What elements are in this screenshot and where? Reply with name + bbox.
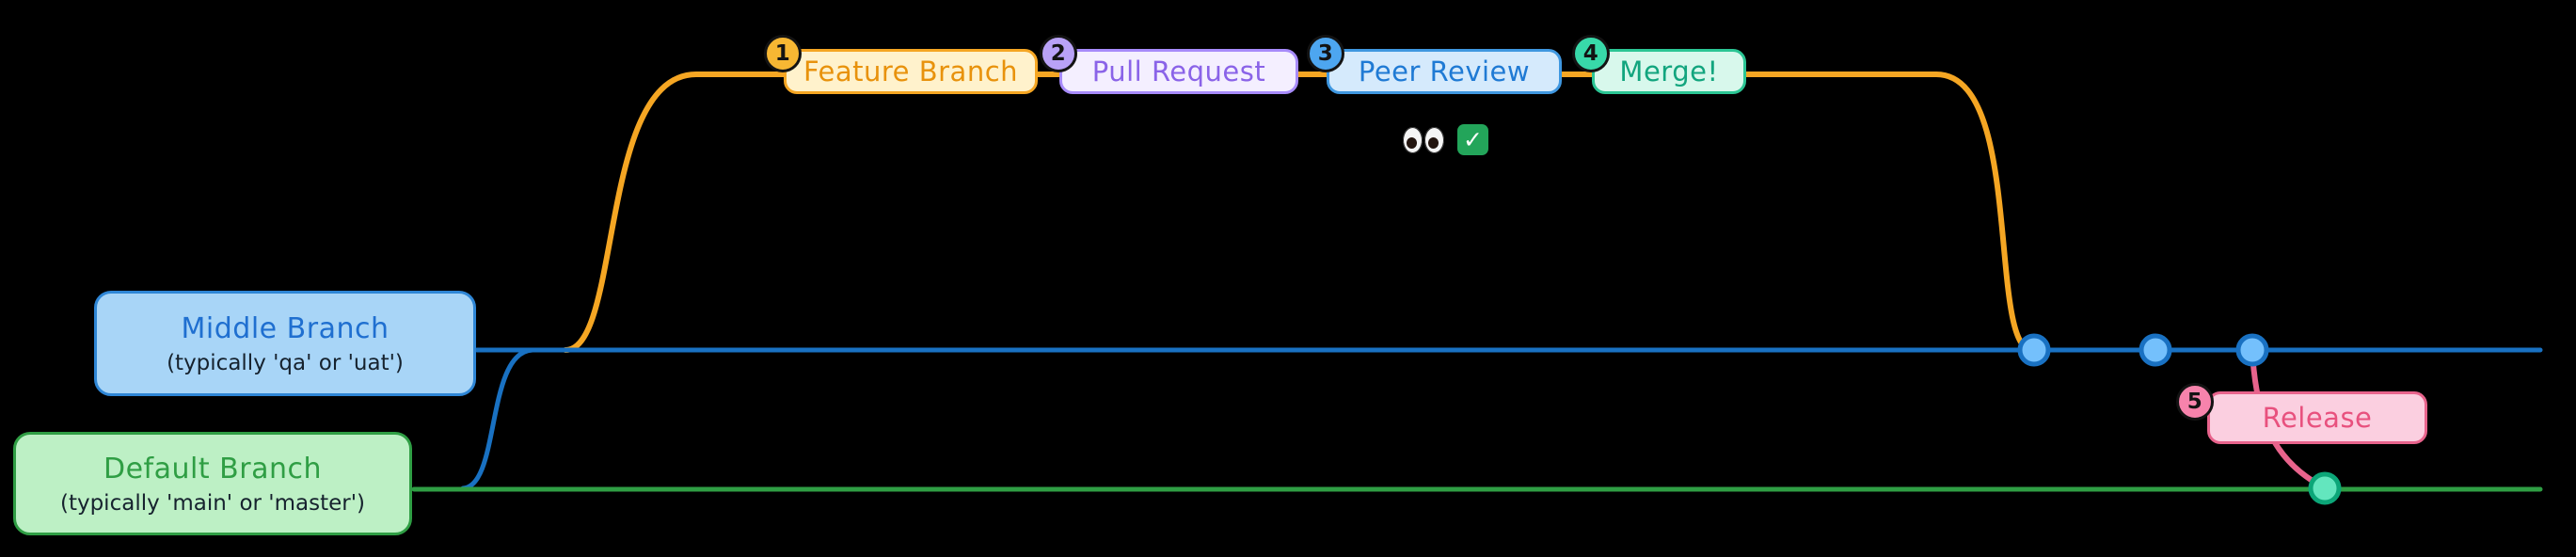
step-release: 5 Release xyxy=(2176,383,2427,444)
step-number-badge: 3 xyxy=(1307,35,1344,72)
branch-name: Middle Branch xyxy=(181,311,390,345)
step-label: Release xyxy=(2262,402,2373,434)
step-merge: 4 Merge! xyxy=(1572,35,1746,94)
step-number-badge: 4 xyxy=(1572,35,1610,72)
branch-name: Default Branch xyxy=(103,452,322,485)
default-branch-label: Default Branch (typically 'main' or 'mas… xyxy=(13,432,412,535)
step-label: Peer Review xyxy=(1358,56,1531,88)
step-label: Pull Request xyxy=(1091,56,1266,88)
commit-dot xyxy=(2235,333,2269,367)
peer-review-indicators: ✓ xyxy=(1403,124,1488,155)
step-label: Feature Branch xyxy=(803,56,1019,88)
feature-branch-line xyxy=(563,72,2035,353)
step-number-badge: 1 xyxy=(764,35,802,72)
check-icon: ✓ xyxy=(1457,124,1488,155)
step-feature-branch: 1 Feature Branch xyxy=(764,35,1038,94)
middle-branch-label: Middle Branch (typically 'qa' or 'uat') xyxy=(94,291,476,396)
step-number-badge: 2 xyxy=(1040,35,1077,72)
eye-icon xyxy=(1403,126,1423,153)
step-pull-request: 2 Pull Request xyxy=(1040,35,1298,94)
eye-icon xyxy=(1424,126,1444,153)
commit-dot xyxy=(2017,333,2051,367)
branch-subtitle: (typically 'main' or 'master') xyxy=(59,490,366,516)
step-peer-review: 3 Peer Review xyxy=(1307,35,1562,94)
release-dot xyxy=(2308,471,2342,505)
branch-off-curve xyxy=(460,347,535,491)
step-label: Merge! xyxy=(1619,56,1719,88)
branch-subtitle: (typically 'qa' or 'uat') xyxy=(167,350,404,375)
step-number-badge: 5 xyxy=(2176,383,2214,421)
commit-dot xyxy=(2139,333,2172,367)
eyes-icon xyxy=(1403,126,1444,153)
